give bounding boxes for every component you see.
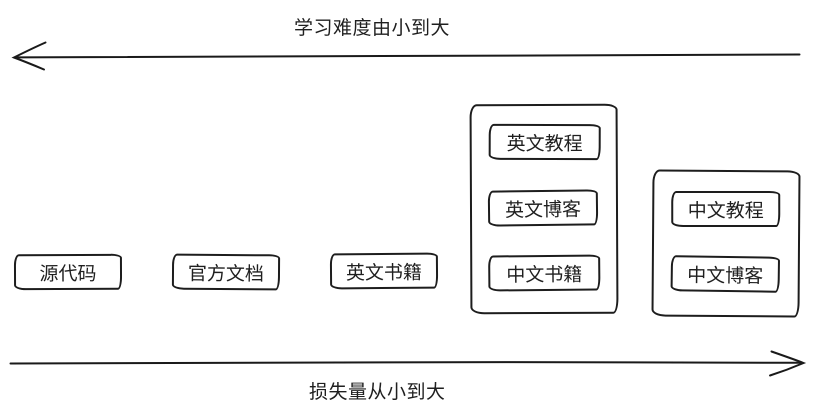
node-chinese-tutorials: 中文教程 xyxy=(671,190,781,228)
difficulty-arrow-head xyxy=(11,41,47,71)
node-source-code-label: 源代码 xyxy=(39,263,97,285)
node-chinese-blogs-label: 中文博客 xyxy=(687,264,764,288)
node-english-books: 英文书籍 xyxy=(329,252,439,290)
difficulty-axis-label: 学习难度由小到大 xyxy=(294,18,451,39)
node-official-docs-label: 官方文档 xyxy=(187,263,265,285)
node-english-tutorials: 英文教程 xyxy=(488,123,601,161)
node-english-books-label: 英文书籍 xyxy=(345,262,423,284)
node-chinese-tutorials-label: 中文教程 xyxy=(687,200,764,222)
difficulty-arrow-line xyxy=(15,53,801,59)
loss-arrow-head xyxy=(769,350,807,377)
group-english-and-chinese-books: 英文教程 英文博客 中文书籍 xyxy=(469,103,619,315)
loss-axis-arrow xyxy=(9,350,807,377)
loss-axis-label: 损失量从小到大 xyxy=(309,382,446,403)
node-english-blogs-label: 英文博客 xyxy=(504,199,582,221)
node-chinese-blogs: 中文博客 xyxy=(670,255,781,293)
node-english-tutorials-label: 英文教程 xyxy=(506,133,583,155)
node-official-docs: 官方文档 xyxy=(171,253,281,291)
node-chinese-books-label: 中文书籍 xyxy=(506,264,583,286)
loss-arrow-line xyxy=(9,361,803,365)
group-chinese-tutorials-blogs: 中文教程 中文博客 xyxy=(651,169,801,318)
node-chinese-books: 中文书籍 xyxy=(488,254,601,292)
node-source-code: 源代码 xyxy=(13,253,123,291)
difficulty-axis-arrow xyxy=(11,41,801,71)
node-english-blogs: 英文博客 xyxy=(487,189,599,227)
